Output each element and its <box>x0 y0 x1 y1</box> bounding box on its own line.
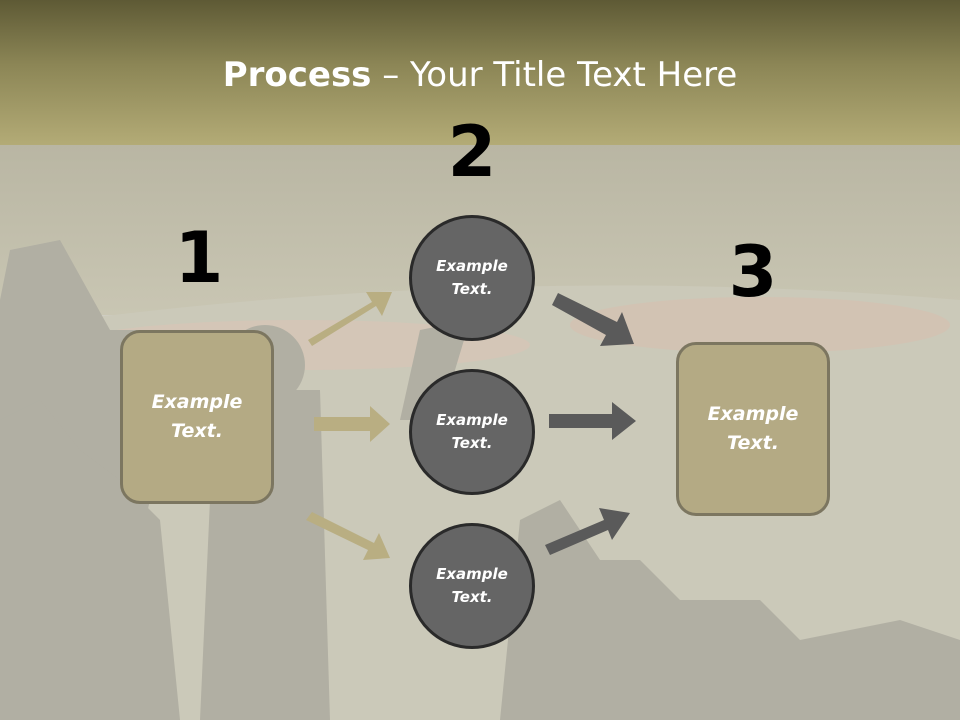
process-circle-2: Example Text. <box>409 369 535 495</box>
step-number-2: 2 <box>447 111 497 193</box>
process-circle-2-text: Example Text. <box>436 411 508 452</box>
output-box-text: Example Text. <box>707 403 799 454</box>
title-bar <box>0 0 960 145</box>
input-box: Example Text. <box>120 330 274 504</box>
slide-title: Process – Your Title Text Here <box>0 52 960 98</box>
step-number-1: 1 <box>174 217 224 299</box>
step-number-3: 3 <box>728 231 778 313</box>
output-box: Example Text. <box>676 342 830 516</box>
process-circle-1-text: Example Text. <box>436 257 508 298</box>
slide-title-rest: – Your Title Text Here <box>371 55 738 95</box>
process-circle-3-text: Example Text. <box>436 565 508 606</box>
input-box-text: Example Text. <box>151 391 243 442</box>
slide-title-bold: Process <box>222 55 372 95</box>
process-circle-1: Example Text. <box>409 215 535 341</box>
process-circle-3: Example Text. <box>409 523 535 649</box>
